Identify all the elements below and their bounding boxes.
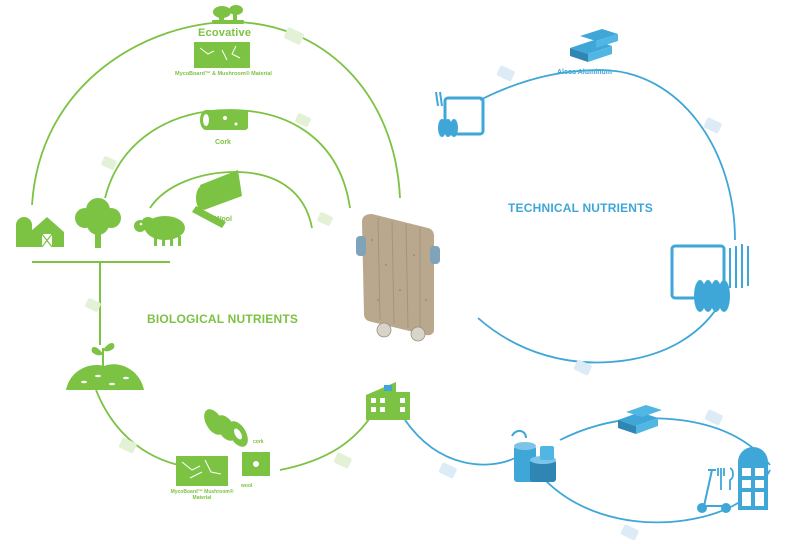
aluminum-ingots-icon [570,29,618,62]
ecovative-label: Ecovative [198,27,252,39]
lower-ellipse-bottom [544,469,771,524]
cork-small-label: cork [253,439,264,445]
wool-roll-icon [192,170,242,228]
lower-right-technical-arc [404,419,516,466]
ecovative-mushroom-icon [212,5,244,24]
cork-label: Cork [215,139,231,146]
panel-texture [377,217,421,331]
mycoboard-panel-icon [194,42,250,68]
mycoboard-top-label: MycoBoard™ & Mushroom® Material [175,71,272,77]
technical-nutrients-label: TECHNICAL NUTRIENTS [508,201,653,215]
faint-decorations-blue [438,65,723,541]
biological-stem [32,261,170,345]
panel-brackets [356,236,440,264]
barn-icon [16,217,64,248]
cans-icon [511,430,556,482]
ingots-small-icon [618,405,662,434]
tree-icon [75,198,121,248]
biological-loops [31,21,401,471]
lower-right-biological-arc [279,414,373,471]
cork-rolls-icon [204,409,248,447]
building-icon [366,382,410,420]
frame-coil-icon [435,91,485,137]
frame-coil-large-icon [670,244,749,312]
wall-panel-product [356,214,440,342]
compost-sprout-icon [66,343,144,390]
wool-sheet-icon [242,452,270,476]
sheep-icon [134,216,185,246]
mycoboard-sheet-icon [176,456,228,486]
wool-label: Wool [215,216,232,223]
cork-log-icon [200,110,248,130]
faint-decorations [85,27,352,469]
upper-technical-arc [479,69,736,241]
fork-knife-icon [717,467,734,490]
panel-feet [376,322,426,342]
wool-small-label: wool [241,483,253,489]
lower-ellipse-top [559,417,771,466]
alcoa-aluminum-label: Alcoa Aluminum [557,69,612,76]
window-icon [738,447,768,510]
mycoboard-small-label: MycoBoard™ Mushroom® Material [170,489,234,501]
lower-technical-arc [477,299,723,364]
biological-nutrients-label: BIOLOGICAL NUTRIENTS [147,312,299,326]
technical-loops [404,69,771,524]
scooter-icon [697,469,731,513]
